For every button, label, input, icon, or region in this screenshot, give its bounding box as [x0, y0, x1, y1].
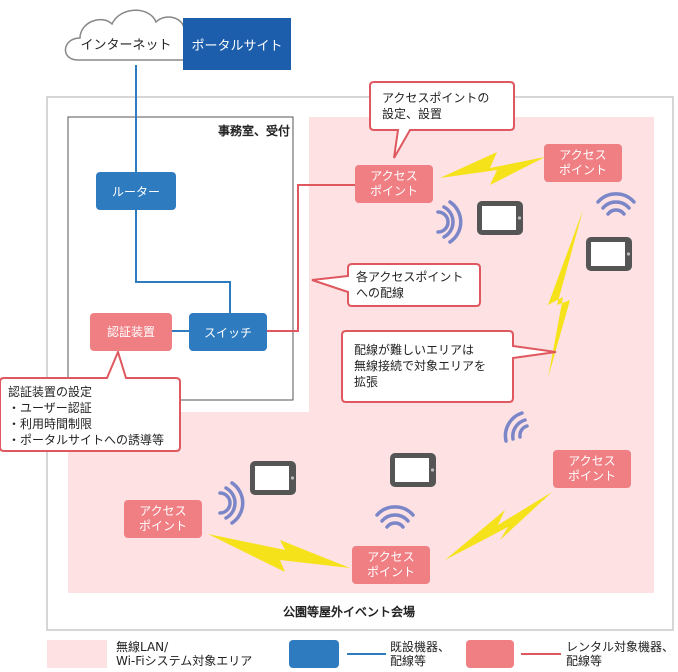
wire-router-switch — [135, 209, 231, 313]
tablet-icon — [390, 453, 436, 487]
callout-wiring: 各アクセスポイント への配線 — [356, 270, 464, 300]
switch-node: スイッチ — [189, 313, 267, 351]
access-point-node: アクセス ポイント — [553, 450, 631, 488]
tablet-icon — [477, 201, 523, 235]
callout-ap-settings: アクセスポイントの 設定、設置 — [382, 91, 490, 121]
access-point-node: アクセス ポイント — [352, 546, 430, 584]
tablet-icon — [586, 237, 632, 271]
portal-site-node: ポータルサイト — [183, 18, 291, 70]
lightning-bolt — [548, 210, 583, 378]
legend-rental-swatch — [466, 640, 514, 668]
callout-auth-settings: 認証装置の設定 ・ユーザー認証 ・利用時間制限 ・ポータルサイトへの誘導等 — [8, 385, 165, 447]
wire-switch-ap — [266, 184, 356, 332]
callout-shapes — [0, 81, 557, 452]
legend-existing-label: 既設機器、 配線等 — [390, 640, 451, 668]
office-label: 事務室、受付 — [217, 124, 290, 138]
access-point-node: アクセス ポイント — [544, 144, 622, 182]
lightning-bolt — [208, 534, 350, 572]
legend-existing-swatch — [289, 640, 339, 668]
router-node: ルーター — [96, 172, 176, 210]
lightning-bolt — [440, 152, 545, 185]
office-box — [67, 116, 294, 401]
internet-label: インターネット — [80, 37, 172, 53]
wifi-icon — [503, 411, 529, 443]
auth-device-node: 認証装置 — [90, 313, 172, 351]
legend-area-label: 無線LAN/ Wi-Fiシステム対象エリア — [116, 640, 253, 668]
legend-rental-label: レンタル対象機器、 配線等 — [566, 640, 675, 668]
tablet-icon — [250, 461, 296, 495]
access-point-node: アクセス ポイント — [355, 165, 433, 203]
callout-wireless: 配線が難しいエリアは 無線接続で対象エリアを 拡張 — [354, 343, 487, 389]
access-point-node: アクセス ポイント — [124, 500, 202, 538]
wifi-icon — [375, 505, 415, 529]
wifi-icon — [436, 200, 463, 244]
venue-label: 公園等屋外イベント会場 — [283, 605, 416, 619]
lightning-bolt — [445, 492, 552, 560]
wifi-icon — [596, 192, 636, 216]
legend-area-swatch — [47, 640, 107, 668]
wifi-icon — [218, 481, 245, 525]
